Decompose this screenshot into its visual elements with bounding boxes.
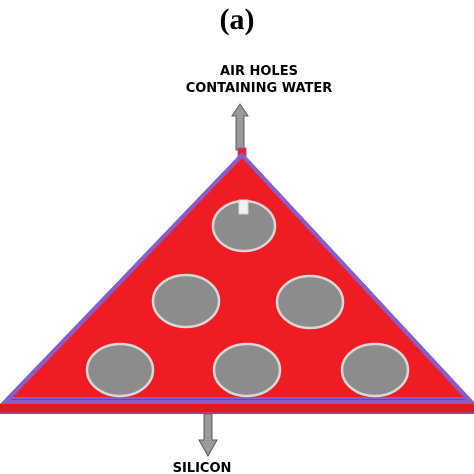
air-hole-top bbox=[211, 199, 277, 253]
air-hole bbox=[275, 274, 345, 330]
air-hole bbox=[340, 342, 410, 398]
panel-label: (a) bbox=[219, 3, 255, 36]
silicon-triangle bbox=[0, 152, 474, 414]
air-holes-label-line1: AIR HOLES bbox=[220, 64, 298, 79]
air-hole bbox=[151, 273, 221, 329]
air-hole bbox=[85, 342, 155, 398]
silicon-label: SILICON bbox=[173, 461, 232, 474]
air-holes-label-line2: CONTAINING WATER bbox=[186, 81, 333, 96]
arrow-down-icon bbox=[198, 413, 218, 458]
arrow-up-icon bbox=[231, 103, 249, 151]
air-hole bbox=[212, 342, 282, 398]
